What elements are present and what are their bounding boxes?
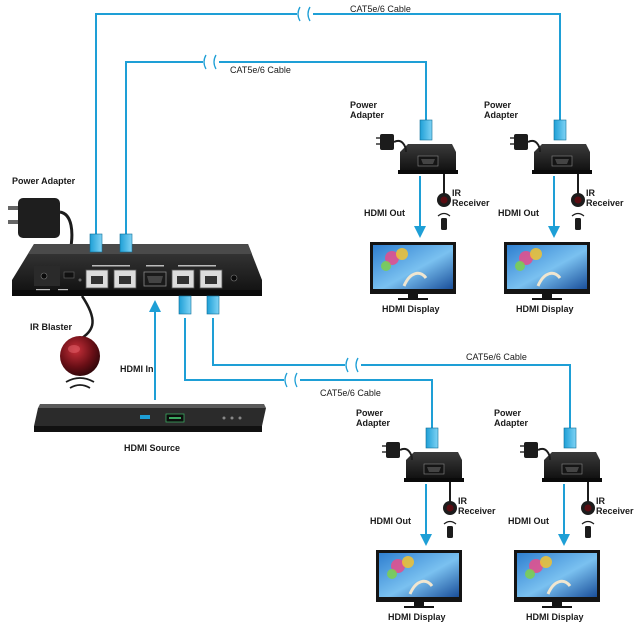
hdmi-display-label: HDMI Display [516, 304, 574, 314]
hdmi-display-icon [370, 242, 456, 300]
ir-receiver-icon [443, 482, 457, 515]
cable-label-top-inner: CAT5e/6 Cable [230, 65, 291, 75]
rj45-plug-icon [425, 427, 439, 449]
power-adapter-icon [510, 134, 541, 153]
rj45-plug-icon [563, 427, 577, 449]
cable-breaks [203, 6, 361, 388]
ir-receiver-label: IR Receiver [452, 188, 490, 208]
cable-to-rx1 [125, 61, 427, 238]
cable-label-bottom-inner: CAT5e/6 Cable [320, 388, 381, 398]
cable-to-rx4 [212, 318, 571, 428]
power-adapter-icon [376, 134, 407, 153]
power-adapter-main-label: Power Adapter [12, 176, 76, 186]
receiver-rx1 [370, 119, 458, 300]
receiver-rx3 [376, 427, 464, 608]
hdmi-display-label: HDMI Display [388, 612, 446, 622]
ir-receiver-label: IR Receiver [458, 496, 496, 516]
receiver-rx4 [514, 427, 602, 608]
hdmi-out-arrow [420, 534, 432, 546]
hdmi-source-label: HDMI Source [124, 443, 181, 453]
power-adapter-label: Power Adapter [494, 408, 529, 428]
ir-receiver-icon [581, 482, 595, 515]
ir-receiver-icon [437, 174, 451, 207]
power-adapter-label: Power Adapter [356, 408, 391, 428]
hdmi-display-icon [514, 550, 600, 608]
cable-label-top-outer: CAT5e/6 Cable [350, 4, 411, 14]
hdmi-out-label: HDMI Out [498, 208, 539, 218]
cables [95, 13, 571, 428]
receivers-layer [370, 119, 602, 608]
ir-blaster-icon [60, 295, 100, 389]
blu-ray-player-icon [34, 404, 266, 432]
ir-receiver-icon [571, 174, 585, 207]
hdmi-in-arrow [149, 300, 161, 312]
hdmi-out-label: HDMI Out [508, 516, 549, 526]
rj45-plug-icon [419, 119, 433, 141]
hdmi-out-arrow [548, 226, 560, 238]
hdmi-out-arrow [558, 534, 570, 546]
power-adapter-icon [382, 442, 413, 461]
hdmi-display-label: HDMI Display [526, 612, 584, 622]
power-adapter-label: Power Adapter [484, 100, 519, 120]
remote-icon [581, 520, 595, 538]
power-adapter-label: Power Adapter [350, 100, 385, 120]
hdmi-display-label: HDMI Display [382, 304, 440, 314]
hdmi-out-label: HDMI Out [364, 208, 405, 218]
hdmi-display-icon [504, 242, 590, 300]
hdmi-out-label: HDMI Out [370, 516, 411, 526]
remote-icon [571, 212, 585, 230]
rj45-plug-icon [89, 233, 220, 315]
power-adapter-icon [520, 442, 551, 461]
remote-icon [443, 520, 457, 538]
cable-label-bottom-outer: CAT5e/6 Cable [466, 352, 527, 362]
splitter-icon [12, 244, 262, 296]
rj45-plug-icon [553, 119, 567, 141]
cable-to-rx3 [184, 318, 433, 428]
remote-icon [437, 212, 451, 230]
hdmi-in-label: HDMI In [120, 364, 154, 374]
ir-blaster-label: IR Blaster [30, 322, 73, 332]
cable-to-rx2 [95, 13, 561, 238]
ir-receiver-label: IR Receiver [596, 496, 634, 516]
hdmi-display-icon [376, 550, 462, 608]
ir-receiver-label: IR Receiver [586, 188, 624, 208]
hdmi-out-arrow [414, 226, 426, 238]
receiver-rx2 [504, 119, 592, 300]
